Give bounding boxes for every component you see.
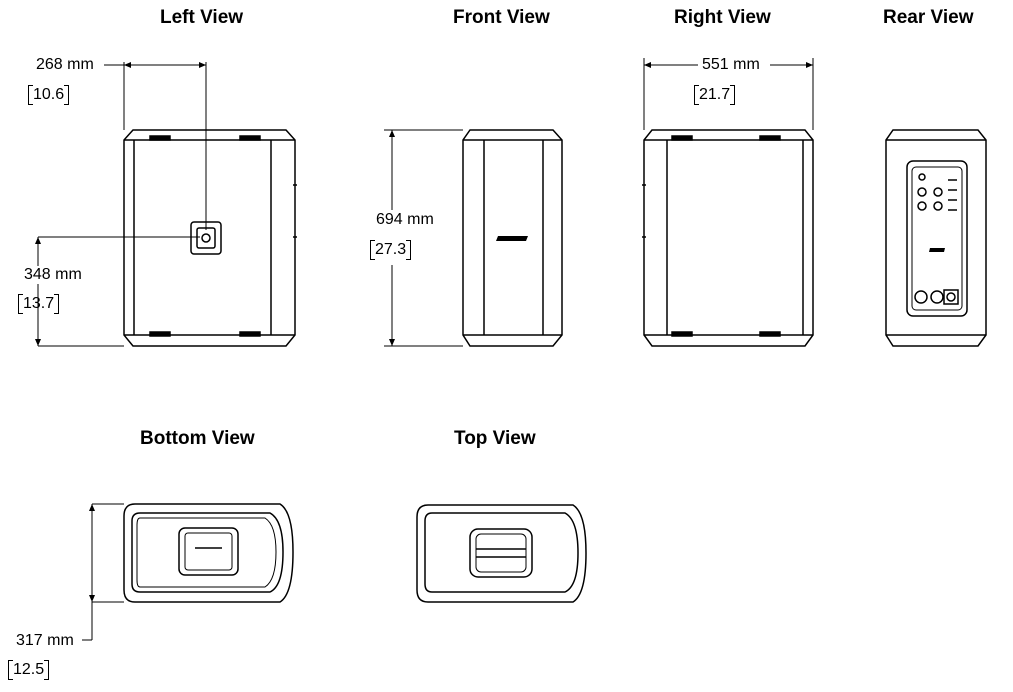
rear-view-title: Rear View	[883, 7, 974, 28]
left-depth-mm: 268 mm	[34, 56, 96, 74]
left-view-title: Left View	[160, 7, 244, 28]
left-handle-height-mm: 348 mm	[22, 266, 84, 284]
bottom-depth-mm: 317 mm	[14, 632, 76, 650]
right-view-title: Right View	[674, 7, 771, 28]
left-view-drawing	[35, 62, 297, 347]
front-height-mm: 694 mm	[374, 211, 436, 229]
bottom-view-drawing	[82, 503, 294, 641]
right-width-mm: 551 mm	[700, 56, 762, 74]
left-depth-in: 10.6	[28, 85, 70, 105]
left-handle-height-in: 13.7	[18, 294, 60, 314]
front-height-in: 27.3	[370, 240, 412, 260]
bottom-view-title: Bottom View	[140, 428, 255, 449]
rear-view-drawing	[885, 129, 987, 347]
top-view-title: Top View	[454, 428, 536, 449]
right-width-in: 21.7	[694, 85, 736, 105]
front-view-title: Front View	[453, 7, 550, 28]
right-view-drawing	[642, 58, 814, 347]
bottom-depth-in: 12.5	[8, 660, 50, 680]
front-view-drawing	[384, 129, 563, 347]
top-view-drawing	[416, 504, 587, 603]
